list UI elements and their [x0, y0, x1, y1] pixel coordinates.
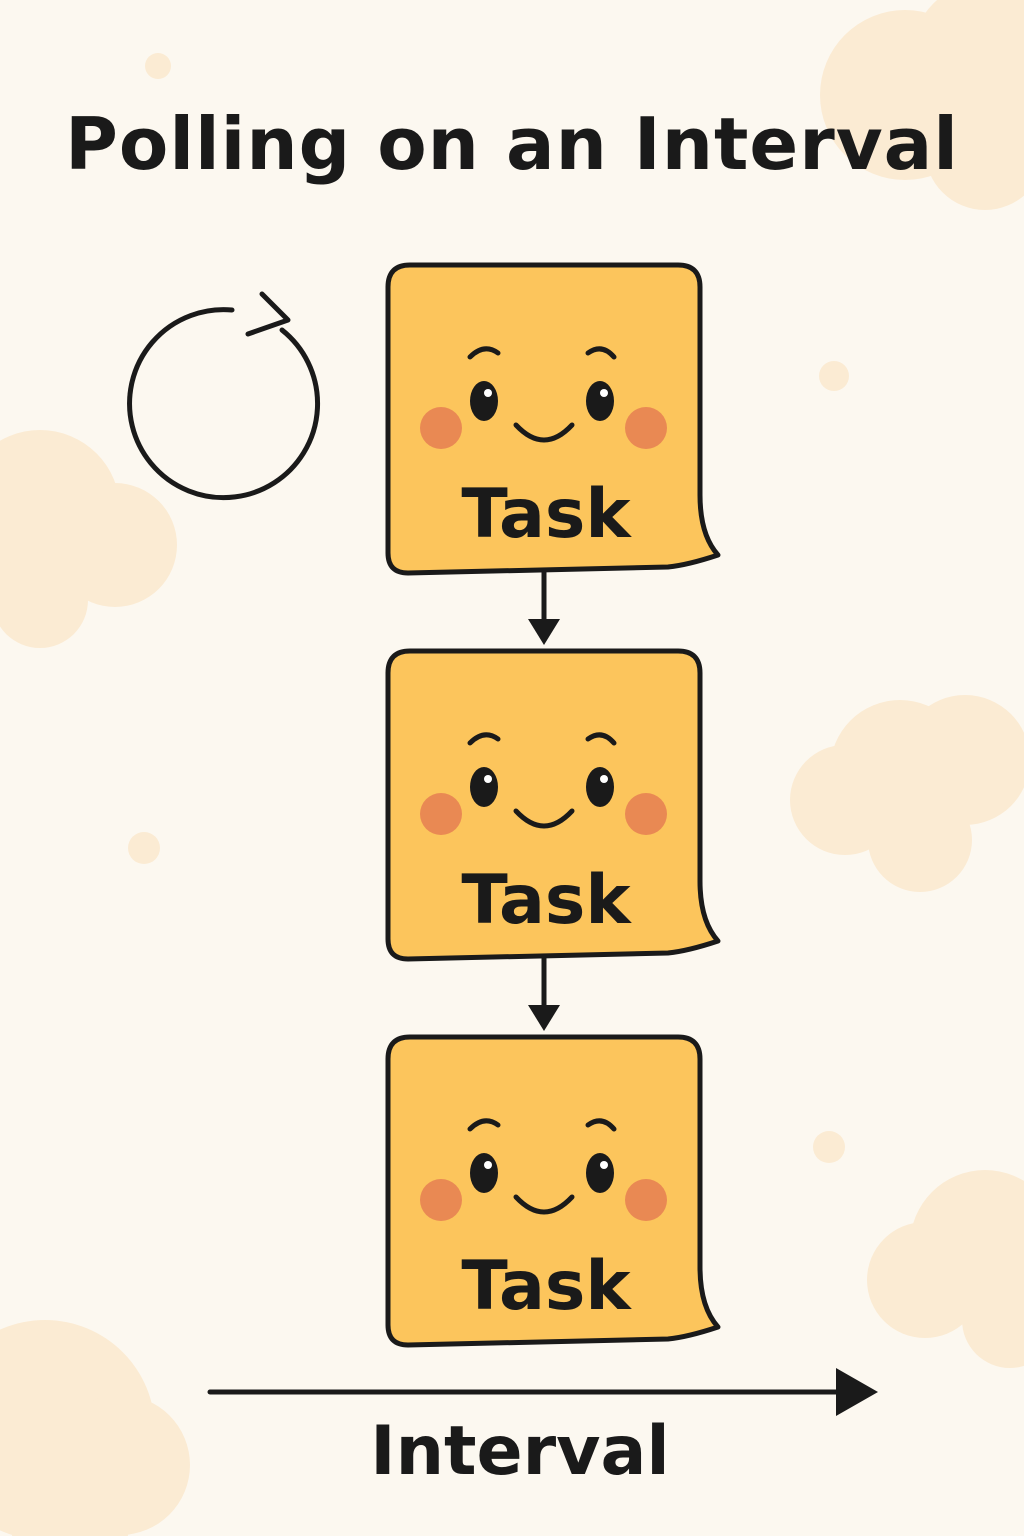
- arrow-down-icon: [528, 619, 560, 645]
- circular-arrow-icon: [127, 291, 320, 501]
- cloud-left: [0, 430, 177, 648]
- task-label: Task: [461, 1247, 632, 1326]
- task-arrow: [528, 568, 560, 645]
- interval-axis: [207, 1368, 878, 1416]
- task-label: Task: [461, 475, 632, 554]
- task-label: Task: [461, 861, 632, 940]
- smiley-face-icon: [420, 346, 667, 449]
- interval-axis-arrowhead-icon: [836, 1368, 878, 1416]
- cloud-right-middle: [790, 695, 1024, 892]
- interval-axis-label: Interval: [370, 1412, 670, 1491]
- smiley-face-icon: [420, 1118, 667, 1221]
- diagram-title: Polling on an Interval: [65, 102, 959, 186]
- smiley-face-icon: [420, 732, 667, 835]
- cloud-right-bottom: [867, 1170, 1024, 1368]
- arrow-down-icon: [528, 1005, 560, 1031]
- task-connectors: [528, 568, 560, 1031]
- dot-4: [813, 1131, 845, 1163]
- task-card-body: [385, 648, 721, 962]
- dot-2: [819, 361, 849, 391]
- cloud-top-right: [820, 0, 1024, 210]
- dot-1: [145, 53, 171, 79]
- task-card: Task: [385, 262, 721, 576]
- task-arrow: [528, 954, 560, 1031]
- cloud-bottom-left: [0, 1320, 190, 1536]
- task-card: Task: [385, 648, 721, 962]
- task-card-body: [385, 1034, 721, 1348]
- dot-3: [128, 832, 160, 864]
- task-card-body: [385, 262, 721, 576]
- task-card: Task: [385, 1034, 721, 1348]
